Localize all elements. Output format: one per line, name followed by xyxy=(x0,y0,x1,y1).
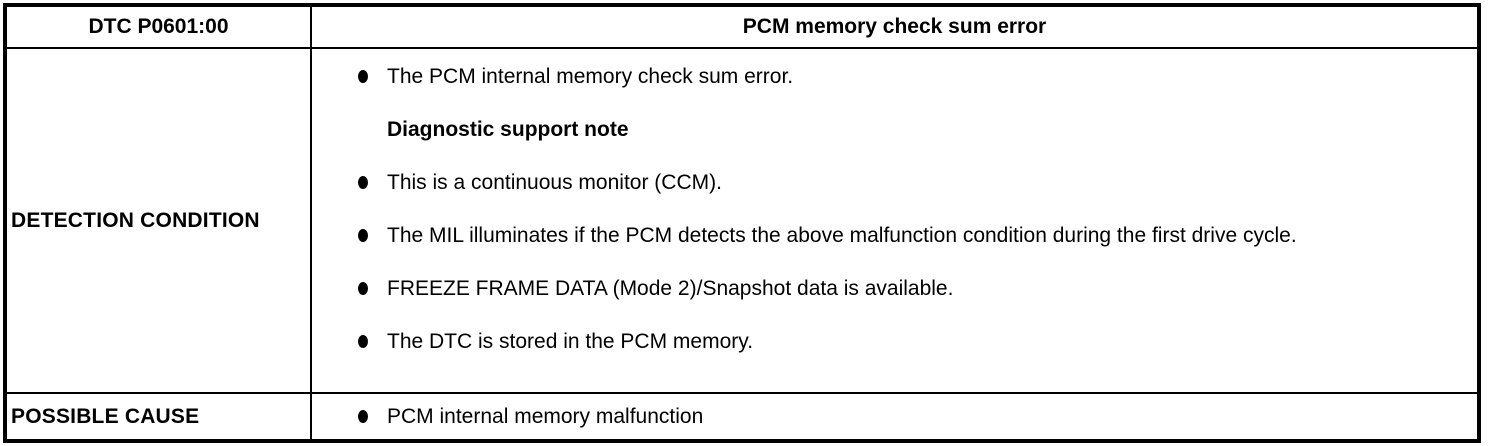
list-item: PCM internal memory malfunction xyxy=(358,401,703,433)
list-item-text: PCM internal memory malfunction xyxy=(387,404,704,428)
possible-cause-label-cell: POSSIBLE CAUSE xyxy=(7,394,312,439)
list-subheading: Diagnostic support note xyxy=(358,114,1451,146)
detection-condition-label-cell: DETECTION CONDITION xyxy=(7,49,312,394)
list-subheading-text: Diagnostic support note xyxy=(387,118,629,141)
possible-cause-content-cell: PCM internal memory malfunction xyxy=(312,394,1477,439)
detection-condition-content-cell: The PCM internal memory check sum error.… xyxy=(312,49,1477,394)
list-item-text: FREEZE FRAME DATA (Mode 2)/Snapshot data… xyxy=(387,277,954,300)
list-item: This is a continuous monitor (CCM). xyxy=(358,167,1451,199)
dtc-code-cell: DTC P0601:00 xyxy=(7,7,312,49)
bullet-icon xyxy=(358,229,368,242)
bullet-icon xyxy=(358,282,368,295)
list-item: FREEZE FRAME DATA (Mode 2)/Snapshot data… xyxy=(358,273,1451,305)
dtc-title-cell: PCM memory check sum error xyxy=(312,7,1477,49)
list-item-text: The PCM internal memory check sum error. xyxy=(387,65,794,88)
dtc-table: DTC P0601:00 PCM memory check sum error … xyxy=(3,3,1481,443)
list-item: The DTC is stored in the PCM memory. xyxy=(358,326,1451,358)
bullet-icon xyxy=(358,409,368,423)
possible-cause-list: PCM internal memory malfunction xyxy=(312,401,729,433)
possible-cause-label: POSSIBLE CAUSE xyxy=(11,404,200,428)
list-item: The MIL illuminates if the PCM detects t… xyxy=(358,220,1451,252)
detection-condition-list: The PCM internal memory check sum error.… xyxy=(312,49,1477,362)
bullet-icon xyxy=(358,176,368,189)
list-item: The PCM internal memory check sum error. xyxy=(358,61,1451,93)
list-item-text: The MIL illuminates if the PCM detects t… xyxy=(387,224,1297,247)
dtc-title-label: PCM memory check sum error xyxy=(742,15,1047,38)
bullet-icon xyxy=(358,70,368,83)
detection-condition-label: DETECTION CONDITION xyxy=(11,208,260,232)
dtc-code-label: DTC P0601:00 xyxy=(88,15,229,38)
list-item-text: This is a continuous monitor (CCM). xyxy=(387,171,722,194)
bullet-icon xyxy=(358,335,368,348)
list-item-text: The DTC is stored in the PCM memory. xyxy=(387,330,754,353)
